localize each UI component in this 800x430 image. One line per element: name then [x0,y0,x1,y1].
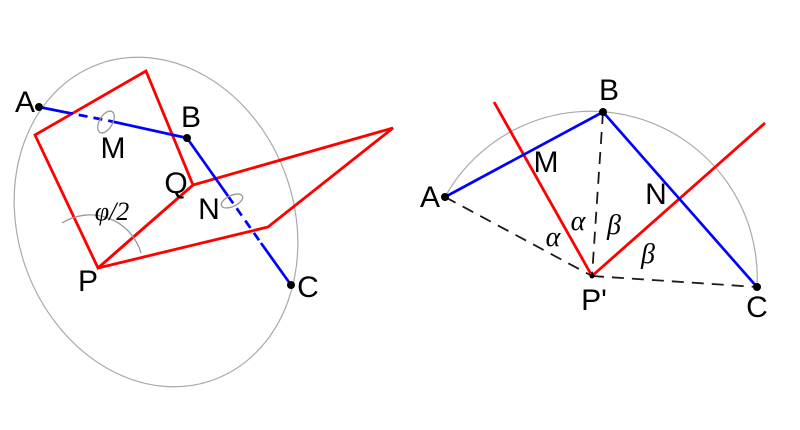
light-ray-segment [185,137,230,197]
label-left-4: N [198,193,220,226]
label-right-0: A [419,181,441,214]
label-right-4: C [746,291,768,324]
point-B [183,134,191,142]
label-left-1: M [100,132,126,165]
point-A [35,103,43,111]
point-P-prime [589,273,595,279]
label-left-5: φ/2 [94,197,130,226]
point-B [599,108,607,116]
radius-dashed-segment [444,196,593,277]
radius-dashed-segment [591,275,758,288]
light-ray-segment [109,119,188,140]
point-A [441,193,449,201]
sphere-outline-ellipse [13,56,299,388]
chord-segment [601,111,759,288]
light-ray-segment [259,242,293,286]
label-left-2: B [180,101,202,134]
light-ray-segment-hidden [63,110,111,123]
fold-line [492,101,594,277]
pierce-marker-N [220,193,244,209]
label-right-2: M [533,146,559,179]
label-right-8: β [607,210,621,241]
label-left-0: A [14,86,36,119]
label-left-6: P [77,265,99,298]
label-left-7: C [297,271,319,304]
label-right-9: β [641,239,655,270]
light-ray-segment-hidden [226,195,263,244]
radius-dashed-segment [591,111,604,277]
chord-segment [444,110,604,199]
label-right-7: α [570,206,586,237]
label-right-1: B [598,74,620,107]
circle-arc-ABC [444,110,758,288]
light-ray-segment [38,105,65,114]
label-right-5: P' [581,284,607,317]
dihedral-angle-arc [61,214,142,254]
label-right-6: α [545,222,561,253]
right-figure [441,101,766,291]
point-C [753,283,761,291]
left-figure [13,56,394,388]
mirror-plane-2 [97,126,394,270]
label-right-3: N [645,178,667,211]
label-left-3: Q [164,167,188,200]
point-C [287,281,295,289]
pierce-marker-M [97,110,115,134]
